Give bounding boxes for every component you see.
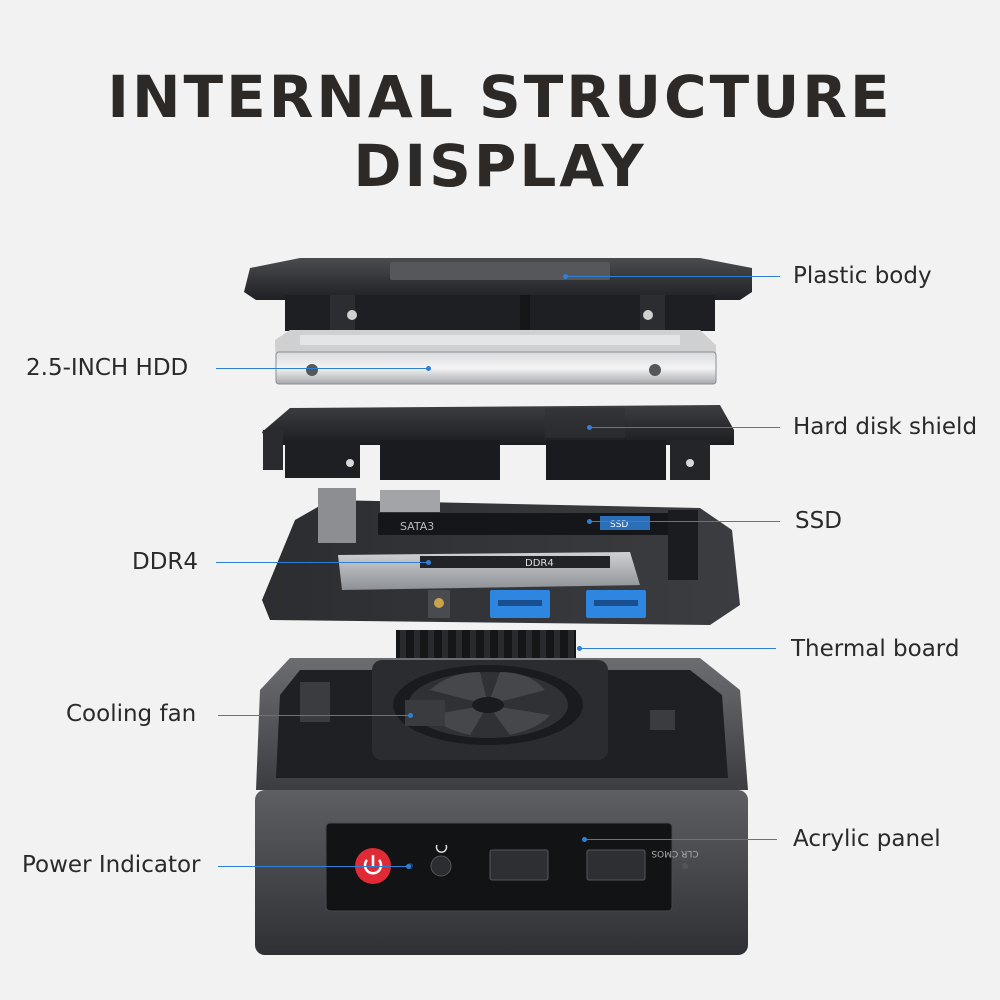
acrylic-panel-leader — [585, 839, 777, 840]
hard-disk-shield-leader — [590, 427, 780, 428]
hard-disk-shield-part — [262, 405, 734, 480]
ssd-dot — [587, 519, 592, 524]
hdd-label: 2.5-INCH HDD — [26, 355, 189, 381]
acrylic-panel-label: Acrylic panel — [793, 826, 941, 852]
cooling-fan-leader — [218, 715, 410, 716]
ssd-slot-text: SATA3 — [400, 520, 434, 533]
acrylic-panel-dot — [582, 837, 587, 842]
plastic-body-dot — [563, 274, 568, 279]
plastic-body-label: Plastic body — [793, 263, 932, 289]
ram-sticker-text: DDR4 — [525, 558, 554, 569]
ssd-label: SSD — [795, 508, 842, 534]
cooling-fan-label: Cooling fan — [66, 701, 197, 727]
ddr4-leader — [216, 562, 428, 563]
motherboard-part: SATA3 SSD DDR4 — [262, 488, 740, 625]
acrylic-panel-part: CLR CMOS — [325, 822, 699, 912]
power-indicator-leader — [218, 866, 408, 867]
thermal-board-leader — [580, 648, 776, 649]
clr-cmos-text: CLR CMOS — [651, 848, 699, 858]
hdd-leader — [216, 368, 428, 369]
ssd-leader — [590, 521, 780, 522]
power-indicator-label: Power Indicator — [22, 852, 201, 878]
ddr4-dot — [426, 560, 431, 565]
hard-disk-shield-label: Hard disk shield — [793, 414, 978, 440]
hdd-part — [275, 330, 717, 385]
plastic-body-part — [244, 258, 752, 335]
ssd-sticker-text: SSD — [610, 520, 628, 530]
ddr4-label: DDR4 — [132, 549, 199, 575]
plastic-body-leader — [566, 276, 780, 277]
thermal-board-label: Thermal board — [791, 636, 960, 662]
title-line-2: DISPLAY — [353, 132, 647, 200]
power-indicator-dot — [406, 864, 411, 869]
hdd-dot — [426, 366, 431, 371]
cooling-fan-dot — [408, 713, 413, 718]
cooling-fan-part — [372, 660, 608, 760]
title-line-1: INTERNAL STRUCTURE — [107, 63, 893, 131]
thermal-board-dot — [577, 646, 582, 651]
hard-disk-shield-dot — [587, 425, 592, 430]
headphone-icon — [435, 844, 448, 853]
